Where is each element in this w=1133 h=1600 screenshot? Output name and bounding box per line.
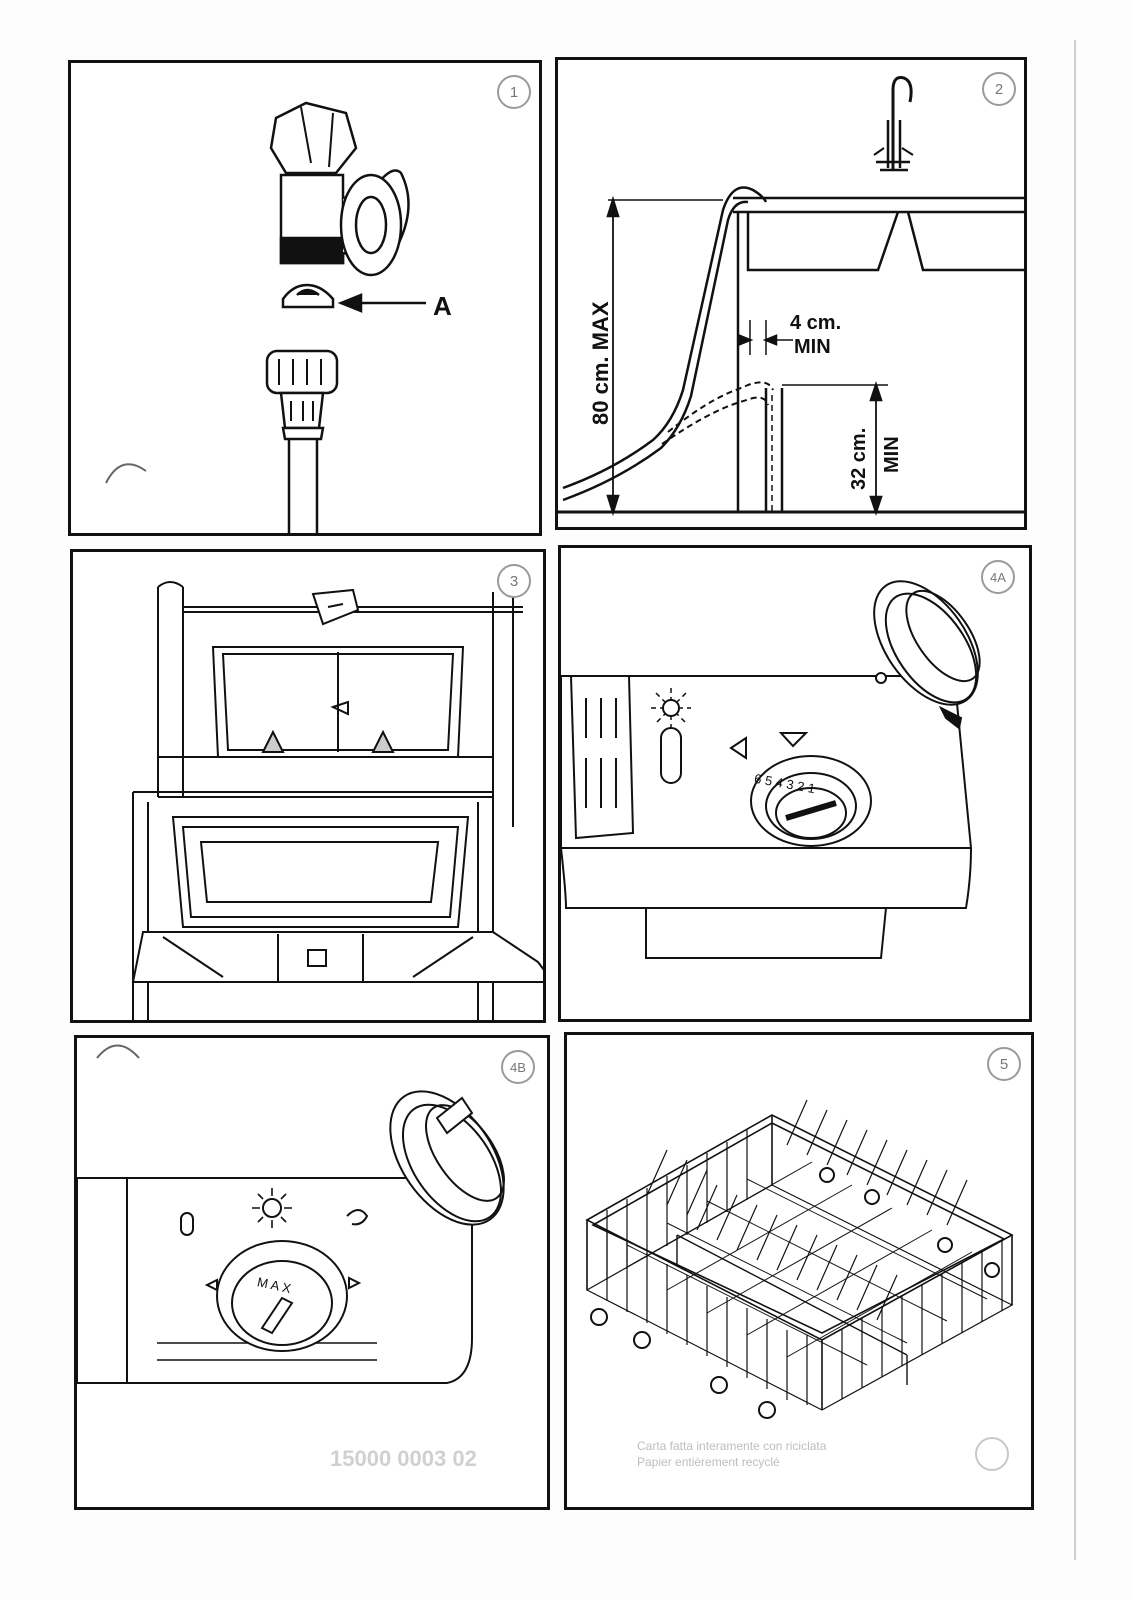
panel-number-badge: 3 <box>497 564 531 598</box>
panel-4b-rinse-aid-dial: 4B MAX <box>74 1035 550 1510</box>
panel-5-lower-basket: 5 Carta fatta interamente con riciclata … <box>564 1032 1034 1510</box>
salt-dial-drawing <box>561 580 981 959</box>
recycle-logo-icon <box>975 1437 1009 1471</box>
rinse-aid-dial-drawing <box>77 1044 506 1384</box>
panel-number-badge: 5 <box>987 1047 1021 1081</box>
document-code: 15000 0003 02 <box>330 1446 477 1471</box>
page-spine-shadow <box>1074 40 1076 1560</box>
gap-4cm-min-label: MIN <box>794 336 831 358</box>
panel-1-tap-connection: 1 A <box>68 60 542 536</box>
gap-4cm-label: 4 cm. <box>790 312 842 334</box>
part-label-a: A <box>433 291 452 321</box>
panel-2-drain-height: 2 80 cm. MAX 4 cm. MIN 32 cm. MIN <box>555 57 1027 530</box>
min-height-32cm-min-label: MIN <box>881 436 903 473</box>
lower-basket-drawing <box>585 1099 1014 1419</box>
drain-height-drawing <box>558 76 1024 517</box>
panel-4a-salt-dial: 4A 6 5 4 3 2 1 <box>558 545 1032 1022</box>
recycled-paper-note-line2: Papier entièrement recyclé <box>637 1455 780 1469</box>
panel-number-badge: 4B <box>501 1050 535 1084</box>
recycled-paper-note-line1: Carta fatta interamente con riciclata <box>637 1439 827 1453</box>
panel-number-badge: 4A <box>981 560 1015 594</box>
panel-number-badge: 2 <box>982 72 1016 106</box>
tap-connection-drawing <box>105 101 426 533</box>
detergent-dispenser-drawing <box>131 581 543 1020</box>
min-height-32cm-label: 32 cm. <box>848 427 870 490</box>
panel-3-detergent-dispenser: 3 <box>70 549 546 1023</box>
max-height-label: 80 cm. MAX <box>588 301 613 426</box>
panel-number-badge: 1 <box>497 75 531 109</box>
